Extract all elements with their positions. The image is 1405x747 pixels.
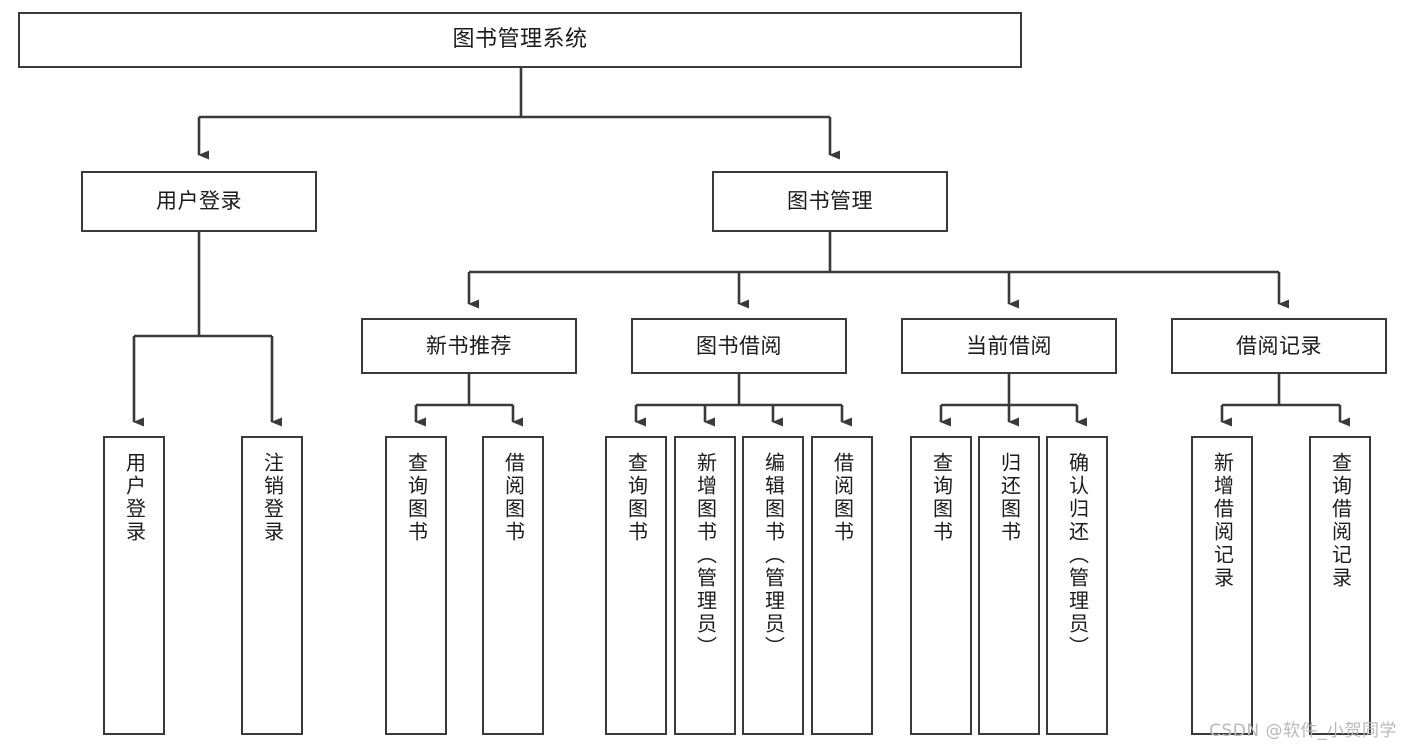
leaf-borrow-record-add-label: 新增借阅记录 xyxy=(1210,452,1235,590)
leaf-current-borrow-confirm-return[interactable]: 确认归还（管理员） xyxy=(1046,436,1108,735)
node-user-login-label: 用户登录 xyxy=(156,189,242,214)
node-root[interactable]: 图书管理系统 xyxy=(18,12,1022,68)
leaf-user-login-login-label: 用户登录 xyxy=(122,452,147,544)
leaf-current-borrow-return[interactable]: 归还图书 xyxy=(978,436,1040,735)
leaf-current-borrow-query[interactable]: 查询图书 xyxy=(910,436,972,735)
node-borrow-record[interactable]: 借阅记录 xyxy=(1171,318,1387,374)
leaf-book-borrow-borrow-label: 借阅图书 xyxy=(830,452,855,544)
node-user-login[interactable]: 用户登录 xyxy=(81,171,317,232)
leaf-book-borrow-query[interactable]: 查询图书 xyxy=(605,436,667,735)
leaf-current-borrow-confirm-return-label: 确认归还（管理员） xyxy=(1065,452,1090,659)
node-new-book-recommend-label: 新书推荐 xyxy=(426,333,512,358)
leaf-new-book-query[interactable]: 查询图书 xyxy=(385,436,447,735)
node-book-management[interactable]: 图书管理 xyxy=(712,171,948,232)
leaf-new-book-borrow-label: 借阅图书 xyxy=(501,452,526,544)
node-book-management-label: 图书管理 xyxy=(787,189,873,214)
leaf-user-login-logout[interactable]: 注销登录 xyxy=(241,436,303,735)
node-book-borrow-label: 图书借阅 xyxy=(696,333,782,358)
leaf-user-login-login[interactable]: 用户登录 xyxy=(103,436,165,735)
leaf-new-book-borrow[interactable]: 借阅图书 xyxy=(482,436,544,735)
leaf-new-book-query-label: 查询图书 xyxy=(404,452,429,544)
leaf-book-borrow-add-label: 新增图书（管理员） xyxy=(693,452,718,659)
leaf-borrow-record-add[interactable]: 新增借阅记录 xyxy=(1191,436,1253,735)
node-current-borrow[interactable]: 当前借阅 xyxy=(901,318,1117,374)
node-new-book-recommend[interactable]: 新书推荐 xyxy=(361,318,577,374)
leaf-current-borrow-return-label: 归还图书 xyxy=(997,452,1022,544)
node-book-borrow[interactable]: 图书借阅 xyxy=(631,318,847,374)
node-current-borrow-label: 当前借阅 xyxy=(966,333,1052,358)
leaf-borrow-record-query[interactable]: 查询借阅记录 xyxy=(1309,436,1371,735)
node-borrow-record-label: 借阅记录 xyxy=(1236,333,1322,358)
leaf-borrow-record-query-label: 查询借阅记录 xyxy=(1328,452,1353,590)
leaf-book-borrow-edit[interactable]: 编辑图书（管理员） xyxy=(742,436,804,735)
leaf-book-borrow-query-label: 查询图书 xyxy=(624,452,649,544)
leaf-current-borrow-query-label: 查询图书 xyxy=(929,452,954,544)
leaf-book-borrow-edit-label: 编辑图书（管理员） xyxy=(761,452,786,659)
node-root-label: 图书管理系统 xyxy=(452,27,588,53)
leaf-book-borrow-add[interactable]: 新增图书（管理员） xyxy=(674,436,736,735)
leaf-user-login-logout-label: 注销登录 xyxy=(260,452,285,544)
leaf-book-borrow-borrow[interactable]: 借阅图书 xyxy=(811,436,873,735)
